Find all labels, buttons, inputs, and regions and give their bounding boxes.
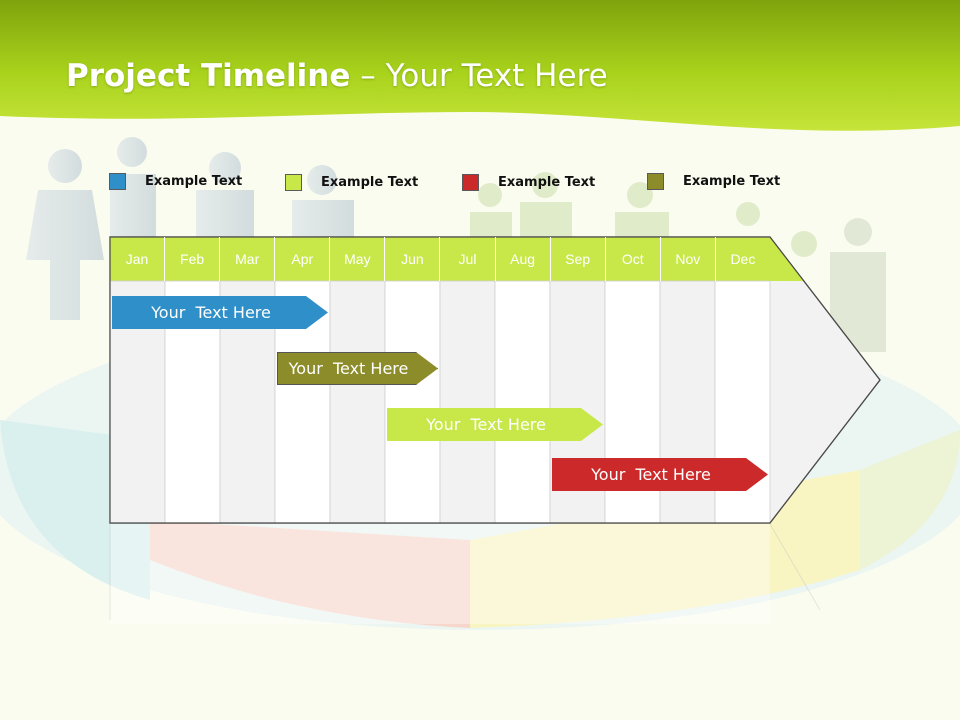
task-bar-olive[interactable]: Your Text Here bbox=[277, 352, 438, 385]
task-bar-label: Your Text Here bbox=[288, 359, 409, 378]
legend-label: Example Text bbox=[145, 173, 243, 189]
month-column bbox=[384, 280, 441, 524]
legend-swatch-lime bbox=[285, 173, 302, 191]
legend-item: Example Text bbox=[285, 172, 418, 192]
month-label: Aug bbox=[496, 237, 551, 281]
task-bar-label: Your Text Here bbox=[426, 415, 546, 434]
month-header: Jan Feb Mar Apr May Jun Jul Aug Sep Oct … bbox=[110, 237, 770, 281]
month-label: Apr bbox=[275, 237, 331, 281]
legend-label: Example Text bbox=[498, 174, 596, 190]
month-label: Feb bbox=[165, 237, 221, 281]
legend-item: Example Text bbox=[647, 171, 780, 191]
month-label: May bbox=[330, 237, 386, 281]
legend-swatch-red bbox=[462, 173, 479, 191]
month-label: Jan bbox=[110, 237, 166, 281]
month-column bbox=[329, 280, 386, 524]
task-bar-lime[interactable]: Your Text Here bbox=[387, 408, 603, 441]
month-column bbox=[494, 280, 551, 524]
timeline-reflection bbox=[109, 523, 821, 624]
month-column bbox=[439, 280, 496, 524]
task-bar-blue[interactable]: Your Text Here bbox=[112, 296, 328, 329]
month-label: Oct bbox=[606, 237, 661, 281]
month-label: Dec bbox=[730, 251, 756, 267]
legend-label: Example Text bbox=[321, 174, 419, 190]
task-bar-label: Your Text Here bbox=[151, 303, 271, 322]
month-label: Nov bbox=[661, 237, 716, 281]
page-title-rest: – Your Text Here bbox=[350, 58, 608, 94]
legend-label: Example Text bbox=[683, 173, 781, 189]
month-label: Jul bbox=[440, 237, 496, 281]
month-label: Mar bbox=[220, 237, 276, 281]
month-header-band bbox=[110, 237, 804, 281]
task-bar-red[interactable]: Your Text Here bbox=[552, 458, 768, 491]
legend-item: Example Text bbox=[462, 172, 595, 192]
legend-swatch-olive bbox=[647, 172, 664, 190]
header-wave bbox=[0, 0, 960, 131]
legend-swatch-blue bbox=[109, 172, 126, 190]
month-label: Jun bbox=[385, 237, 441, 281]
page-title: Project Timeline – Your Text Here bbox=[66, 58, 608, 94]
legend-item: Example Text bbox=[109, 171, 242, 191]
task-bar-label: Your Text Here bbox=[591, 465, 711, 484]
month-label: Sep bbox=[551, 237, 606, 281]
page-title-bold: Project Timeline bbox=[66, 58, 351, 94]
